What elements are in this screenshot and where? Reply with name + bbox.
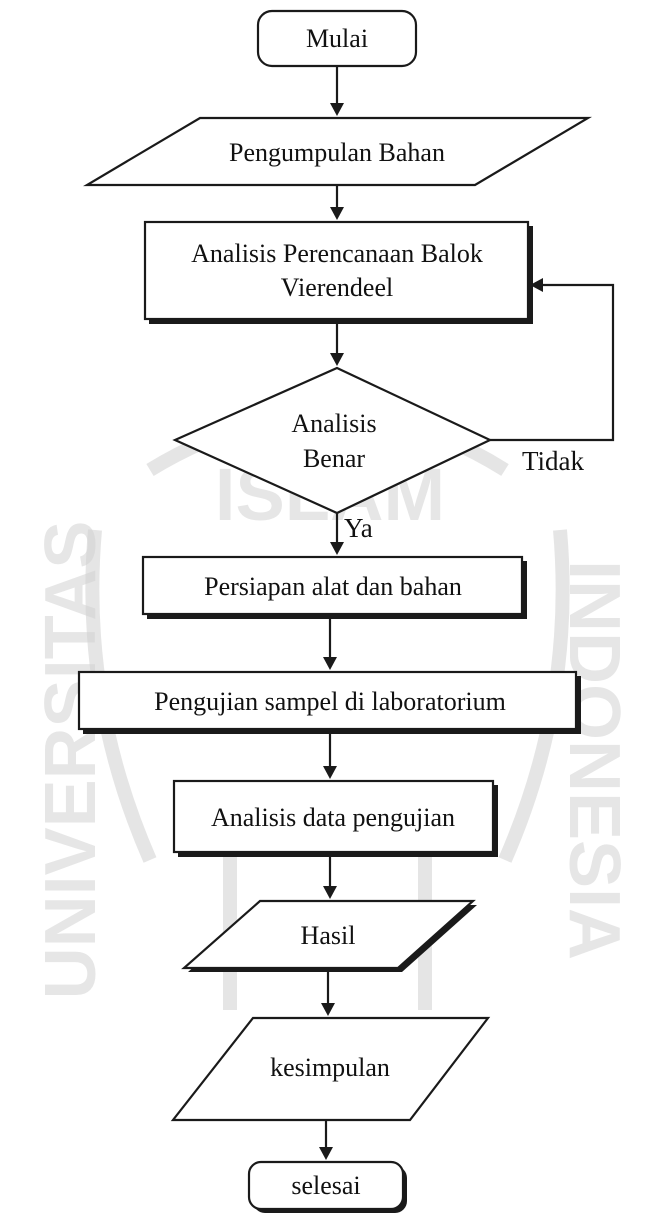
parallelogram-shape [170,1016,491,1122]
node-test-label: Pengujian sampel di laboratorium [154,687,506,716]
edge-decision-analysis [490,283,615,442]
arrow-head [323,766,337,779]
parallelogram-shape [181,899,476,970]
node-decision-line-1: Analisis [291,409,376,438]
process-shape [141,555,524,616]
process-shape [143,220,530,321]
watermark-left-text: UNIVERSITAS [31,521,111,1000]
node-decision: Analisis Benar [172,366,493,515]
arrow-head [323,886,337,899]
terminator-shape [247,1160,405,1211]
node-start: Mulai [256,9,418,68]
node-decision-line-2: Benar [303,444,365,473]
node-analysis: Analisis Perencanaan Balok Vierendeel [143,220,533,324]
node-prepare-label: Persiapan alat dan bahan [204,572,462,601]
node-analysis-line-1: Analisis Perencanaan Balok [191,239,483,268]
node-result: Hasil [181,899,477,972]
node-conclusion-label: kesimpulan [270,1053,390,1082]
watermark-right-text: INDONESIA [554,560,634,960]
parallelogram-shape [82,116,593,187]
arrow-head [330,353,344,366]
node-end-label: selesai [291,1171,360,1200]
terminator-shape [256,9,418,68]
arrow-head [330,542,344,555]
node-data: Analisis data pengujian [172,779,498,857]
node-data-label: Analisis data pengujian [211,803,455,832]
node-collect: Pengumpulan Bahan [82,116,593,187]
edge-label-ya: Ya [344,513,373,543]
arrow-head [330,103,344,116]
decision-shape [172,366,493,515]
flow-edges [319,66,615,1160]
node-test: Pengujian sampel di laboratorium [77,670,581,734]
arrow-head [321,1003,335,1016]
process-shape [172,779,495,854]
arrow-head [530,278,543,292]
node-collect-label: Pengumpulan Bahan [229,138,445,167]
node-conclusion: kesimpulan [170,1016,491,1122]
arrow-head [319,1147,333,1160]
arrow-head [330,207,344,220]
node-analysis-line-2: Vierendeel [281,273,393,302]
arrow-head [323,657,337,670]
process-shape [77,670,578,731]
node-prepare: Persiapan alat dan bahan [141,555,527,619]
node-result-label: Hasil [301,921,356,950]
node-end: selesai [247,1160,407,1213]
edge-label-tidak: Tidak [522,446,585,476]
node-start-label: Mulai [306,24,368,53]
